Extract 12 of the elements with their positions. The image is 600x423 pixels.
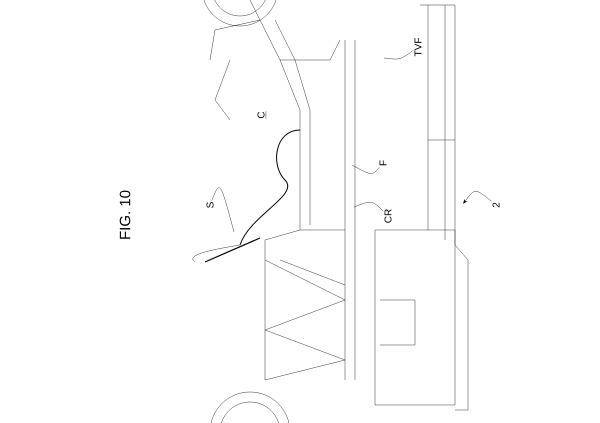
reference-label: 2 — [492, 202, 500, 208]
reference-label: S — [206, 202, 214, 208]
reference-label: TVF — [414, 38, 422, 56]
leader-line — [463, 191, 492, 204]
leader-line — [212, 188, 234, 232]
leader-line — [384, 50, 414, 60]
reference-label: CR — [384, 209, 392, 223]
reference-label: F — [380, 160, 386, 166]
leader-line — [354, 202, 384, 212]
figure-title: FIG. 10 — [120, 190, 130, 239]
leader-line — [352, 164, 380, 174]
reference-label: C — [257, 111, 266, 119]
